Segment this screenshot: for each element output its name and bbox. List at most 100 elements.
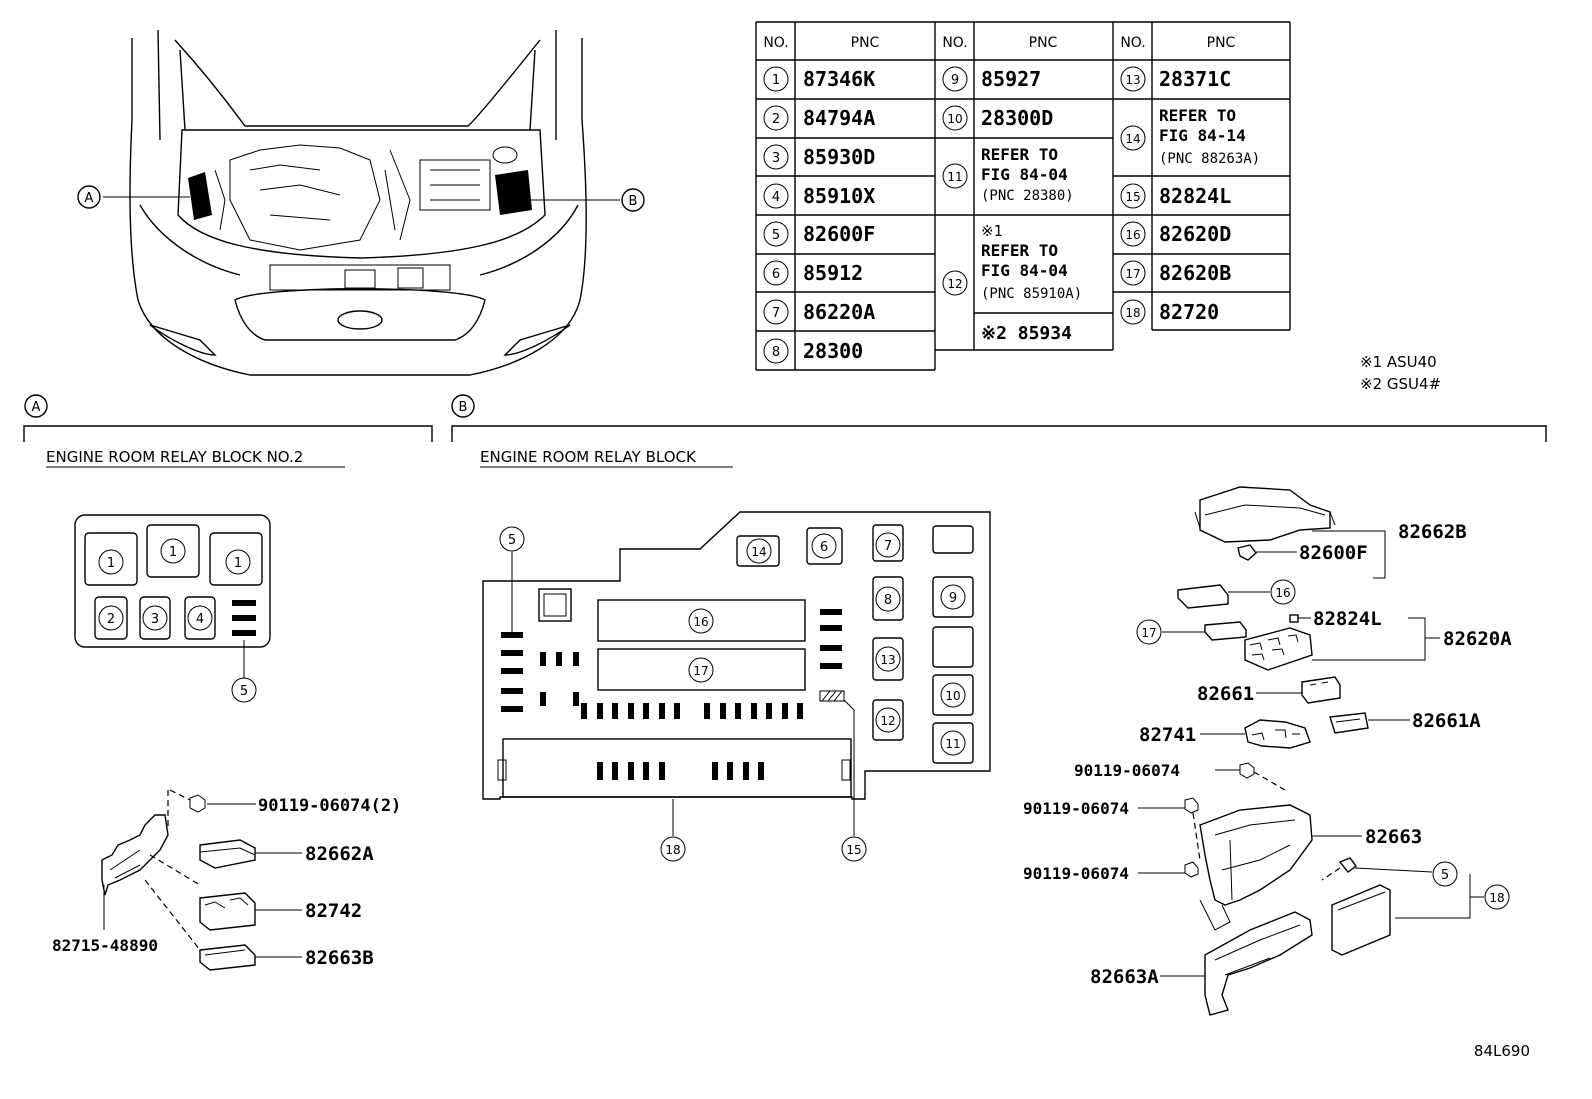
table-row: 12 ※1 REFER TO FIG 84-04 (PNC 85910A) ※2… [942,222,1082,344]
svg-text:82600F: 82600F [803,222,875,246]
relay-block-no2 [74,514,271,678]
part-label: 82663B [305,947,374,969]
table-row: 8 28300 [763,338,863,364]
svg-text:7: 7 [884,539,892,554]
part-label: 90119-06074 [1023,799,1129,818]
svg-text:4: 4 [196,612,204,627]
table-row: 15 82824L [1120,183,1231,209]
svg-text:6: 6 [820,540,828,555]
svg-text:84794A: 84794A [803,106,875,130]
svg-text:2: 2 [772,112,780,127]
svg-text:17: 17 [1125,267,1140,281]
table-row: 14 REFER TO FIG 84-14 (PNC 88263A) [1120,106,1260,167]
part-label: 82620A [1443,628,1512,650]
svg-text:REFER TO: REFER TO [981,241,1058,260]
svg-text:11: 11 [945,737,960,751]
callout-circle: 7 [875,532,901,558]
part-label: 82663A [1090,966,1159,988]
svg-text:16: 16 [1275,586,1290,600]
svg-text:※1: ※1 [981,222,1003,240]
svg-text:REFER TO: REFER TO [1159,106,1236,125]
callout-circle: 13 [875,646,901,672]
part-label: 82661A [1412,710,1481,732]
svg-text:9: 9 [951,73,959,88]
svg-text:10: 10 [945,689,960,703]
table-header-no: NO. [763,35,788,51]
svg-text:9: 9 [949,591,957,606]
part-label: 82661 [1197,683,1254,705]
table-header-no: NO. [942,35,967,51]
part-label: 82824L [1313,608,1382,630]
svg-text:1: 1 [234,556,242,571]
svg-text:15: 15 [1125,190,1140,204]
svg-text:5: 5 [1441,868,1449,883]
svg-text:5: 5 [240,684,248,699]
callout-b-top: B [621,188,645,212]
svg-text:82720: 82720 [1159,300,1219,324]
callout-circle: 1 [225,549,251,575]
svg-text:82620D: 82620D [1159,222,1231,246]
callout-circle: 5 [499,526,525,552]
svg-text:18: 18 [1489,891,1504,905]
table-row: 11 REFER TO FIG 84-04 (PNC 28380) [942,145,1074,204]
callout-circle: 2 [98,605,124,631]
svg-text:82620B: 82620B [1159,261,1231,285]
svg-text:82824L: 82824L [1159,184,1231,208]
svg-text:12: 12 [880,714,895,728]
table-header-no: NO. [1120,35,1145,51]
table-row: 1 87346K [763,66,875,92]
svg-text:(PNC 88263A): (PNC 88263A) [1159,151,1260,167]
svg-text:1: 1 [107,556,115,571]
svg-text:1: 1 [772,73,780,88]
svg-text:17: 17 [693,664,708,678]
note-1: ※1 ASU40 [1360,353,1437,371]
svg-text:28300: 28300 [803,339,863,363]
svg-text:(PNC 28380): (PNC 28380) [981,188,1074,204]
car-illustration [103,29,620,376]
svg-text:10: 10 [947,112,962,126]
svg-text:(PNC 85910A): (PNC 85910A) [981,286,1082,302]
callout-circle: 12 [875,707,901,733]
table-row: 9 85927 [942,66,1041,92]
callout-circle: 18 [1484,884,1510,910]
part-label: 82663 [1365,826,1422,848]
svg-text:12: 12 [947,277,962,291]
svg-text:A: A [85,191,94,206]
table-row: 10 28300D [942,105,1053,131]
callout-circle: 4 [187,605,213,631]
svg-text:A: A [32,400,41,415]
table-row: 2 84794A [763,105,875,131]
callout-circle: 17 [688,657,714,683]
part-label: 82715-48890 [52,936,158,955]
svg-text:1: 1 [169,545,177,560]
svg-text:B: B [629,194,638,209]
section-title-a: ENGINE ROOM RELAY BLOCK NO.2 [46,448,303,466]
callout-circle: 17 [1136,619,1162,645]
parts-table [755,21,1291,371]
section-bracket-b [451,425,1547,442]
svg-text:15: 15 [846,843,861,857]
callout-circle: 6 [811,533,837,559]
part-label: 90119-06074 [1074,761,1180,780]
callout-circle: 18 [660,836,686,862]
table-row: 3 85930D [763,144,875,170]
note-2: ※2 GSU4# [1360,375,1441,393]
figure-id: 84L690 [1474,1042,1530,1060]
svg-text:※2 85934: ※2 85934 [981,323,1072,344]
svg-text:85927: 85927 [981,67,1041,91]
part-label: 82600F [1299,542,1368,564]
svg-text:87346K: 87346K [803,67,875,91]
svg-text:85910X: 85910X [803,184,875,208]
svg-text:B: B [459,400,468,415]
callout-circle: 5 [231,677,257,703]
callout-circle: 16 [1270,579,1296,605]
callout-circle: 8 [875,586,901,612]
svg-text:18: 18 [1125,306,1140,320]
table-row: 18 82720 [1120,299,1219,325]
callout-a-section: A [24,394,48,418]
svg-text:86220A: 86220A [803,300,875,324]
assembly-drawing [1138,486,1484,1016]
table-row: 6 85912 [763,260,863,286]
svg-text:18: 18 [665,843,680,857]
